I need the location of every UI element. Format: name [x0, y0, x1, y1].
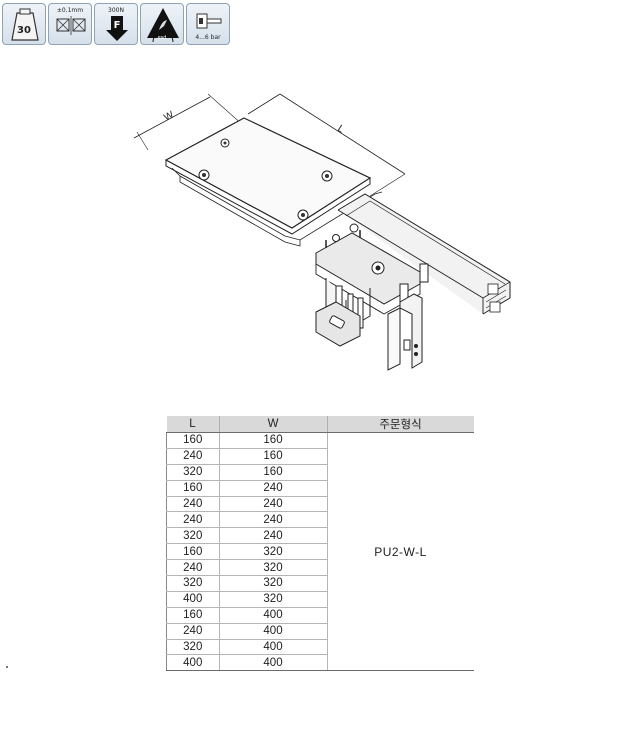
- cell-l: 320: [166, 464, 219, 481]
- cell-w: 240: [218, 511, 327, 529]
- cell-l: 320: [166, 527, 219, 545]
- header-l: L: [166, 416, 219, 433]
- cell-w: 240: [218, 496, 327, 513]
- cell-l: 320: [166, 639, 219, 656]
- force-symbol: F: [114, 20, 121, 31]
- cell-w: 320: [218, 591, 327, 608]
- esd-label: esd: [157, 35, 167, 41]
- pressure-label: 4...6 bar: [195, 34, 221, 41]
- cell-l: 160: [166, 432, 219, 449]
- cell-w: 160: [218, 432, 327, 449]
- cell-l: 400: [166, 591, 219, 608]
- product-drawing: W L: [120, 88, 520, 388]
- table-header-row: L W 주문형식: [166, 416, 474, 433]
- force-label: 300N: [108, 7, 124, 14]
- cell-l: 240: [166, 496, 219, 513]
- precision-label: ±0.1mm: [56, 7, 84, 14]
- cell-l: 160: [166, 543, 219, 561]
- cell-l: 240: [166, 448, 219, 465]
- cell-w: 400: [218, 639, 327, 656]
- cell-l: 320: [166, 575, 219, 592]
- cell-w: 400: [218, 654, 327, 672]
- pressure-icon: 4...6 bar: [186, 3, 230, 45]
- cell-w: 400: [218, 623, 327, 640]
- cell-l: 240: [166, 559, 219, 577]
- cell-w: 320: [218, 559, 327, 577]
- precision-icon: ±0.1mm: [48, 3, 92, 45]
- cell-l: 400: [166, 654, 219, 672]
- esd-icon: esd: [140, 3, 184, 45]
- weight-label: 30: [17, 25, 31, 36]
- cell-w: 320: [218, 543, 327, 561]
- force-icon: 300N F: [94, 3, 138, 45]
- cell-l: 240: [166, 511, 219, 529]
- cell-l: 160: [166, 480, 219, 497]
- header-w: W: [218, 416, 327, 433]
- stray-dot: [6, 666, 8, 668]
- header-order: 주문형식: [326, 416, 474, 433]
- weight-icon: 30: [2, 3, 46, 45]
- dim-l-label: L: [335, 123, 346, 136]
- cell-l: 240: [166, 623, 219, 640]
- order-code-cell: PU2-W-L: [326, 432, 474, 672]
- cell-w: 320: [218, 575, 327, 592]
- cell-w: 160: [218, 464, 327, 481]
- spec-icon-strip: 30 ±0.1mm 300N F esd 4...6 bar: [2, 3, 230, 45]
- cell-w: 160: [218, 448, 327, 465]
- cell-w: 240: [218, 527, 327, 545]
- cell-l: 160: [166, 607, 219, 624]
- cell-w: 240: [218, 480, 327, 497]
- cell-w: 400: [218, 607, 327, 624]
